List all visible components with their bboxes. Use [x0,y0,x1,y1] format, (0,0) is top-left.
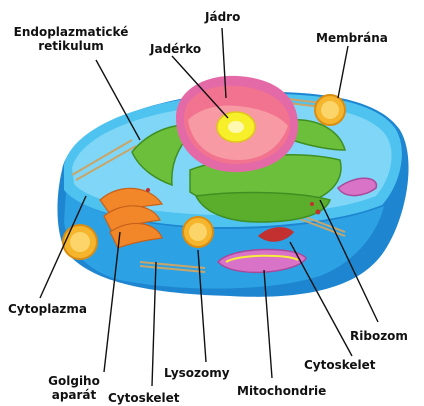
nucleus [176,76,298,172]
label-jadro: Jádro [205,10,240,24]
label-cytoskelet-right: Cytoskelet [304,358,376,372]
label-golgi-line1: Golgiho [44,374,104,388]
label-cytoplazma: Cytoplazma [8,302,87,316]
label-er-line2: retikulum [10,39,132,53]
label-lysozomy: Lysozomy [164,366,230,380]
label-ribozom: Ribozom [350,329,408,343]
label-golgiho-aparat: Golgiho aparát [44,374,104,402]
label-golgi-line2: aparát [44,388,104,402]
label-er-line1: Endoplazmatické [10,25,132,39]
label-cytoskelet-bottom: Cytoskelet [108,391,180,405]
label-jaderko: Jadérko [150,42,201,56]
label-membrana: Membrána [316,31,388,45]
label-endoplazmaticke-retikulum: Endoplazmatické retikulum [10,25,132,53]
label-mitochondrie: Mitochondrie [237,384,326,398]
